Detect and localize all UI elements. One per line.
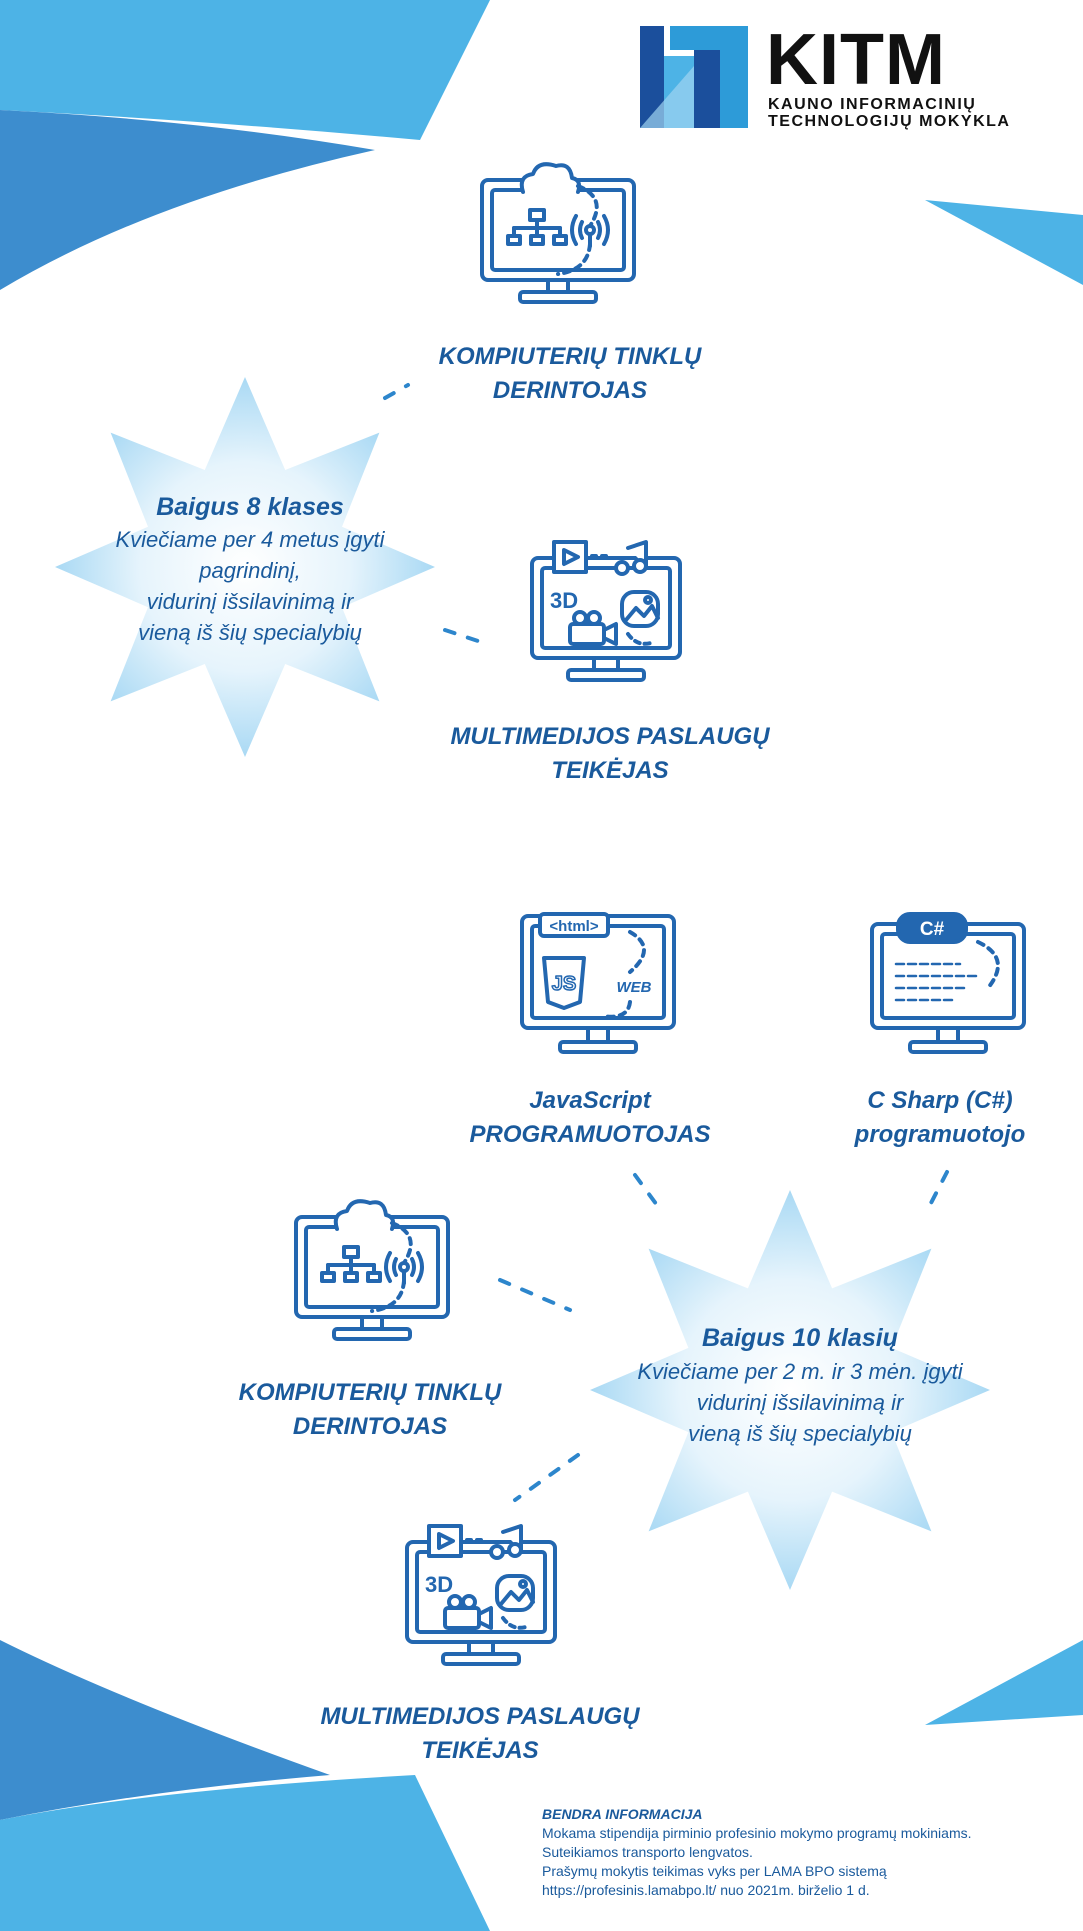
javascript-monitor-icon: <html> JS WEB xyxy=(518,908,678,1066)
svg-text:3D: 3D xyxy=(425,1572,453,1597)
connector-lines xyxy=(383,383,949,1502)
spec-8-multimedia-line1: MULTIMEDIJOS PASLAUGŲ xyxy=(450,723,770,750)
corner-shape-bottom-left-dark xyxy=(0,1640,330,1820)
spec-10-csharp-line2: programuotojo xyxy=(854,1121,1026,1148)
csharp-monitor-icon: C# xyxy=(868,908,1028,1066)
spec-8-multimedia-line2: TEIKĖJAS xyxy=(551,757,669,784)
section-8-line-2: pagrindinį, xyxy=(199,558,301,583)
kitm-logo-mark xyxy=(640,26,748,128)
section-8-line-4: vieną iš šių specialybių xyxy=(138,620,362,645)
section-8-line-3: vidurinį išsilavinimą ir xyxy=(146,589,354,614)
footer-line-4[interactable]: https://profesinis.lamabpo.lt/ nuo 2021m… xyxy=(542,1882,870,1898)
corner-shape-bottom-left xyxy=(0,1775,490,1931)
logo-line-1: KAUNO INFORMACINIŲ xyxy=(768,96,977,113)
svg-text:3D: 3D xyxy=(550,588,578,613)
spec-10-multimedia-line1: MULTIMEDIJOS PASLAUGŲ xyxy=(320,1703,640,1730)
spec-10-js-line1: JavaScript xyxy=(529,1087,651,1114)
footer-line-2: Suteikiamos transporto lengvatos. xyxy=(542,1844,753,1860)
spec-10-network-line2: DERINTOJAS xyxy=(292,1413,448,1440)
corner-shape-bottom-right xyxy=(925,1640,1083,1725)
section-10-line-3: vieną iš šių specialybių xyxy=(688,1421,912,1446)
spec-10-multimedia-line2: TEIKĖJAS xyxy=(421,1737,539,1764)
multimedia-monitor-icon: 3D xyxy=(528,538,684,686)
corner-shape-top-left xyxy=(0,0,490,140)
section-10-line-1: Kviečiame per 2 m. ir 3 mėn. įgyti xyxy=(637,1359,963,1384)
kitm-logo xyxy=(640,26,748,128)
spec-8-network-line1: KOMPIUTERIŲ TINKLŲ xyxy=(438,343,702,370)
spec-8-network-line2: DERINTOJAS xyxy=(492,377,648,404)
multimedia-monitor-icon: 3D xyxy=(403,1522,559,1670)
network-monitor-icon xyxy=(478,158,638,308)
network-monitor-icon xyxy=(292,1195,452,1345)
section-8-line-1: Kviečiame per 4 metus įgyti xyxy=(115,527,385,552)
spec-10-csharp-line1: C Sharp (C#) xyxy=(867,1087,1013,1114)
footer-info: BENDRA INFORMACIJA Mokama stipendija pir… xyxy=(542,1805,1062,1900)
csharp-badge: C# xyxy=(920,919,945,940)
web-label: WEB xyxy=(617,979,652,996)
spec-10-network-line1: KOMPIUTERIŲ TINKLŲ xyxy=(238,1379,502,1406)
logo-line-2: TECHNOLOGIJŲ MOKYKLA xyxy=(768,113,1011,130)
logo-name: KITM xyxy=(766,20,946,100)
section-10-title: Baigus 10 klasių xyxy=(702,1324,898,1352)
corner-shape-top-left-dark xyxy=(0,110,375,290)
svg-text:JS: JS xyxy=(552,973,576,995)
spec-10-js-line2: PROGRAMUOTOJAS xyxy=(469,1121,711,1148)
starburst-8-klases xyxy=(55,377,435,757)
html-badge: <html> xyxy=(549,918,598,935)
section-10-line-2: vidurinį išsilavinimą ir xyxy=(696,1390,904,1415)
footer-line-1: Mokama stipendija pirminio profesinio mo… xyxy=(542,1825,972,1841)
starburst-10-klasiu xyxy=(590,1190,990,1590)
corner-shape-top-right xyxy=(925,200,1083,285)
footer-line-3: Prašymų mokytis teikimas vyks per LAMA B… xyxy=(542,1863,887,1879)
footer-title: BENDRA INFORMACIJA xyxy=(542,1806,703,1822)
section-8-title: Baigus 8 klases xyxy=(156,493,344,521)
